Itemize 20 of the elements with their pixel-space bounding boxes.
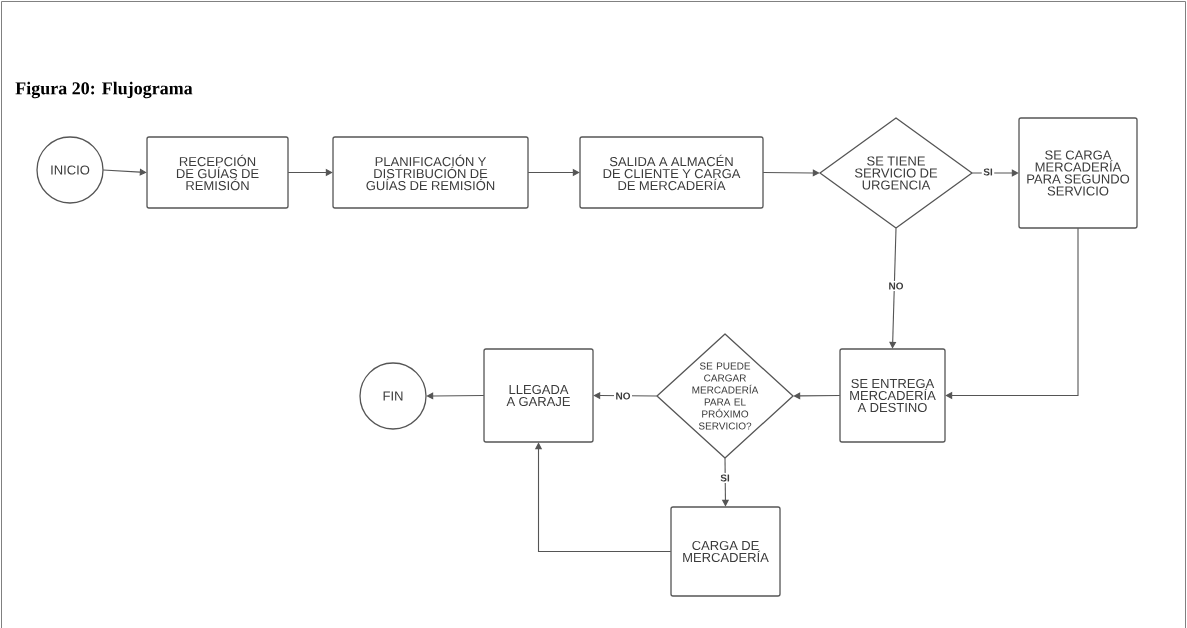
process-box: SE CARGA MERCADERÍA PARA SEGUNDO SERVICIO bbox=[1018, 117, 1138, 229]
arrow bbox=[971, 169, 1019, 177]
arrow bbox=[762, 169, 820, 177]
process-box: CARGA DE MERCADERÍA bbox=[670, 506, 781, 597]
edge-label: SI bbox=[981, 166, 995, 178]
process-box: RECEPCIÓN DE GUÍAS DE REMISIÓN bbox=[146, 136, 289, 209]
arrow bbox=[889, 227, 897, 349]
process-box: PLANIFICACIÓN Y DISTRIBUCIÓN DE GUÍAS DE REMISIÓN bbox=[332, 136, 529, 209]
edge-label: NO bbox=[887, 280, 905, 292]
process-box: SE ENTREGA MERCADERÍA A DESTINO bbox=[839, 348, 946, 443]
arrow bbox=[793, 392, 841, 400]
process-box: SALIDA A ALMACÉN DE CLIENTE Y CARGA DE MERCADERÍA bbox=[579, 136, 764, 209]
edge-label: NO bbox=[614, 390, 632, 402]
arrow bbox=[945, 227, 1079, 400]
process-box: LLEGADA A GARAJE bbox=[483, 348, 594, 443]
figure-title: Figura 20: Flujograma bbox=[15, 81, 193, 99]
edge-label: SI bbox=[718, 472, 732, 484]
arrow bbox=[426, 392, 485, 400]
arrow bbox=[534, 442, 672, 553]
arrow bbox=[102, 168, 147, 176]
